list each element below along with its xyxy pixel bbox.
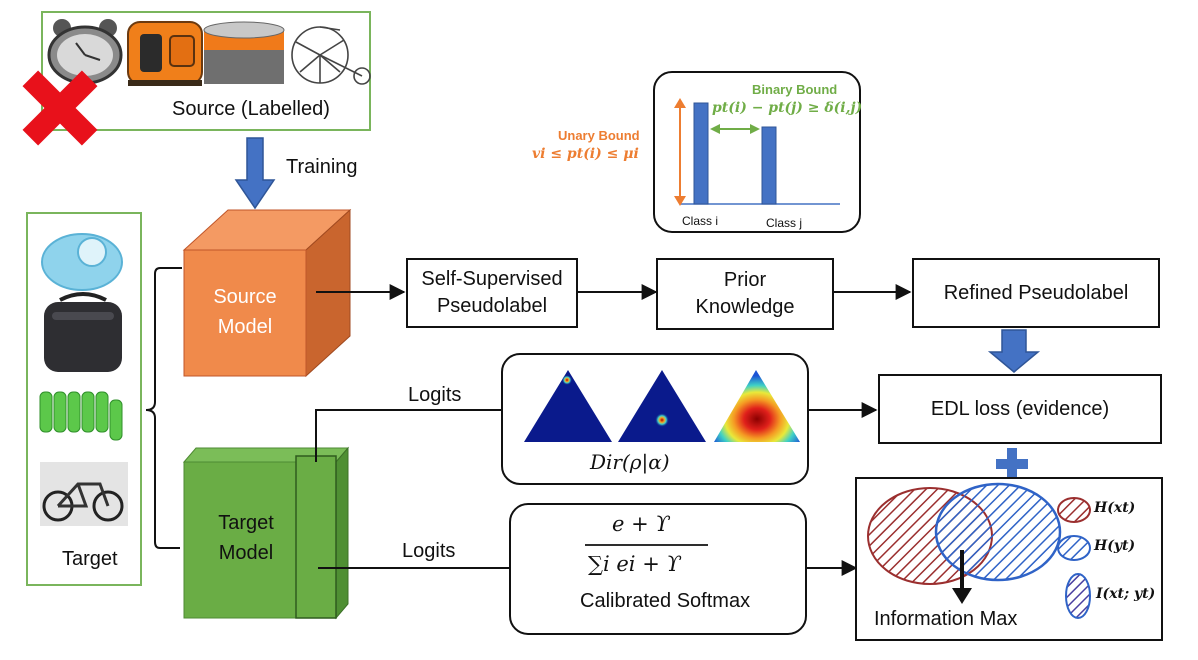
training-arrow [234, 137, 276, 210]
target-bicycle-thumb [40, 462, 128, 526]
legend-ixy-label: I(xt; yt) [1096, 586, 1156, 602]
plus-icon [996, 448, 1028, 480]
target-bag-thumb [44, 292, 122, 372]
dirichlet-formula: Dir(ρ|α) [590, 450, 670, 474]
target-panel-label: Target [62, 548, 118, 570]
prior-knowledge-line2: Knowledge [695, 296, 795, 318]
dirichlet-simplex-1 [524, 370, 612, 442]
battery-icon [203, 21, 285, 84]
softmax-denominator: ∑i ei + ϒ [588, 552, 681, 576]
self-supervised-line1: Self-Supervised [421, 268, 563, 290]
target-model-line2: Model [218, 542, 274, 564]
source-model-line1: Source [213, 286, 277, 308]
class-j-label: Class j [766, 216, 803, 230]
dirichlet-simplex-3 [714, 370, 800, 442]
source-model-cube [182, 208, 352, 378]
unary-bound-title: Unary Bound [558, 128, 640, 143]
training-label: Training [286, 156, 358, 178]
class-i-bar [693, 102, 709, 205]
legend-ixy-swatch [1065, 573, 1091, 619]
unary-bound-formula: vi ≤ pt(i) ≤ μi [532, 146, 639, 162]
class-i-label: Class i [682, 214, 719, 228]
target-bracket [145, 267, 180, 549]
legend-hy-label: H(yt) [1094, 538, 1136, 554]
prior-knowledge-box: Prior Knowledge [656, 258, 834, 330]
target-batteries-thumb [36, 378, 130, 448]
legend-hy-swatch [1057, 535, 1091, 561]
bicycle-icon [291, 26, 371, 85]
dirichlet-simplex-2 [618, 370, 706, 442]
logits-top-line [315, 409, 502, 462]
edl-loss-box: EDL loss (evidence) [878, 374, 1162, 444]
binary-bound-title: Binary Bound [752, 82, 838, 97]
target-model-cube [182, 446, 350, 620]
logits-bottom-label: Logits [402, 540, 456, 562]
legend-hx-label: H(xt) [1094, 500, 1136, 516]
source-panel-label: Source (Labelled) [172, 98, 330, 120]
target-model-line1: Target [218, 512, 274, 534]
class-j-bar [761, 126, 777, 205]
refined-to-edl-arrow [987, 329, 1041, 373]
refined-pseudolabel-text: Refined Pseudolabel [943, 281, 1129, 304]
self-supervised-line2: Pseudolabel [436, 295, 548, 317]
edl-loss-text: EDL loss (evidence) [930, 397, 1110, 420]
prior-knowledge-line1: Prior [723, 269, 767, 291]
logits-top-label: Logits [408, 384, 462, 406]
hy-ellipse [934, 482, 1062, 582]
alarm-clock-icon [46, 19, 124, 85]
softmax-numerator: e + ϒ [612, 512, 670, 536]
binary-bound-formula: pt(i) − pt(j) ≥ δ(i,j) [712, 100, 863, 116]
legend-hx-swatch [1057, 497, 1091, 523]
target-clock-thumb [36, 218, 130, 298]
self-supervised-box: Self-Supervised Pseudolabel [406, 258, 578, 328]
infomax-caption: Information Max [874, 608, 1018, 630]
refined-pseudolabel-box: Refined Pseudolabel [912, 258, 1160, 328]
backpack-icon [127, 21, 203, 86]
source-model-line2: Model [217, 316, 273, 338]
softmax-box-border [509, 503, 807, 635]
softmax-caption: Calibrated Softmax [580, 590, 751, 612]
cross-icon [22, 70, 98, 146]
